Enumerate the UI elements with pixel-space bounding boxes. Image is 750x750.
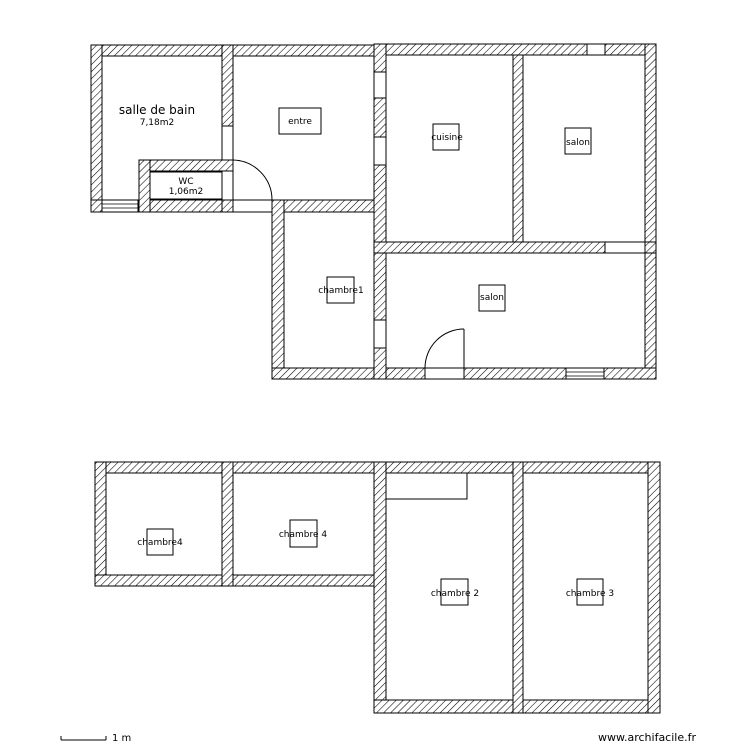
room-label-cuisine: cuisine — [431, 133, 463, 143]
room-label-chambre4: chambre4 — [137, 538, 183, 548]
wall — [373, 241, 657, 254]
wall — [647, 461, 661, 714]
lower-plan: chambre4 chambre 4 chambre 2 chambre 3 — [94, 461, 661, 714]
room-marker — [289, 519, 318, 548]
room-marker — [478, 284, 506, 312]
opening — [221, 170, 234, 201]
room-marker — [149, 171, 223, 200]
opening — [221, 125, 234, 161]
wall — [138, 159, 151, 213]
room-marker — [576, 578, 604, 606]
upper-plan: salle de bain 7,18m2 WC 1,06m2 entre cui… — [90, 43, 657, 380]
opening — [373, 319, 387, 349]
window — [586, 43, 606, 56]
wall — [90, 44, 103, 213]
wall — [644, 43, 657, 380]
wall — [373, 43, 387, 380]
room-label-chambre-3: chambre 3 — [566, 589, 614, 599]
wall — [90, 44, 386, 57]
wall — [271, 199, 386, 213]
room-marker — [326, 276, 355, 304]
window — [101, 199, 139, 213]
opening — [373, 71, 387, 99]
wall — [512, 54, 524, 244]
credit-link[interactable]: www.archifacile.fr — [598, 731, 697, 744]
wall — [373, 43, 657, 56]
wall — [221, 461, 234, 587]
wall — [138, 159, 234, 172]
room-area-wc: 1,06m2 — [169, 187, 204, 197]
opening — [604, 241, 646, 254]
room-label-chambre-2: chambre 2 — [431, 589, 479, 599]
wall — [271, 199, 285, 380]
room-marker — [564, 127, 592, 155]
door-gap — [232, 199, 273, 213]
room-label-chambre-4: chambre 4 — [279, 530, 328, 540]
room-label-wc: WC — [178, 177, 193, 187]
scale-label: 1 m — [112, 733, 132, 744]
wall — [94, 461, 107, 587]
room-marker — [440, 578, 469, 606]
cupboard — [385, 472, 468, 500]
room-marker — [146, 528, 174, 556]
room-label-salon-top: salon — [566, 138, 590, 148]
room-label-entre: entre — [288, 117, 312, 127]
room-marker — [432, 123, 460, 151]
scale-bar — [60, 736, 107, 741]
room-marker — [278, 107, 322, 135]
room-label-salon-bottom: salon — [480, 293, 504, 303]
wall — [373, 461, 387, 714]
door-gap — [424, 367, 465, 380]
room-label-chambre1: chambre1 — [318, 286, 363, 296]
door-swing — [424, 328, 465, 369]
room-area-salle-de-bain: 7,18m2 — [140, 118, 175, 128]
room-label-salle-de-bain: salle de bain — [119, 103, 195, 117]
wall — [94, 574, 386, 587]
wall — [512, 461, 524, 714]
opening — [373, 136, 387, 166]
window — [565, 367, 605, 380]
door-swing — [232, 159, 273, 201]
